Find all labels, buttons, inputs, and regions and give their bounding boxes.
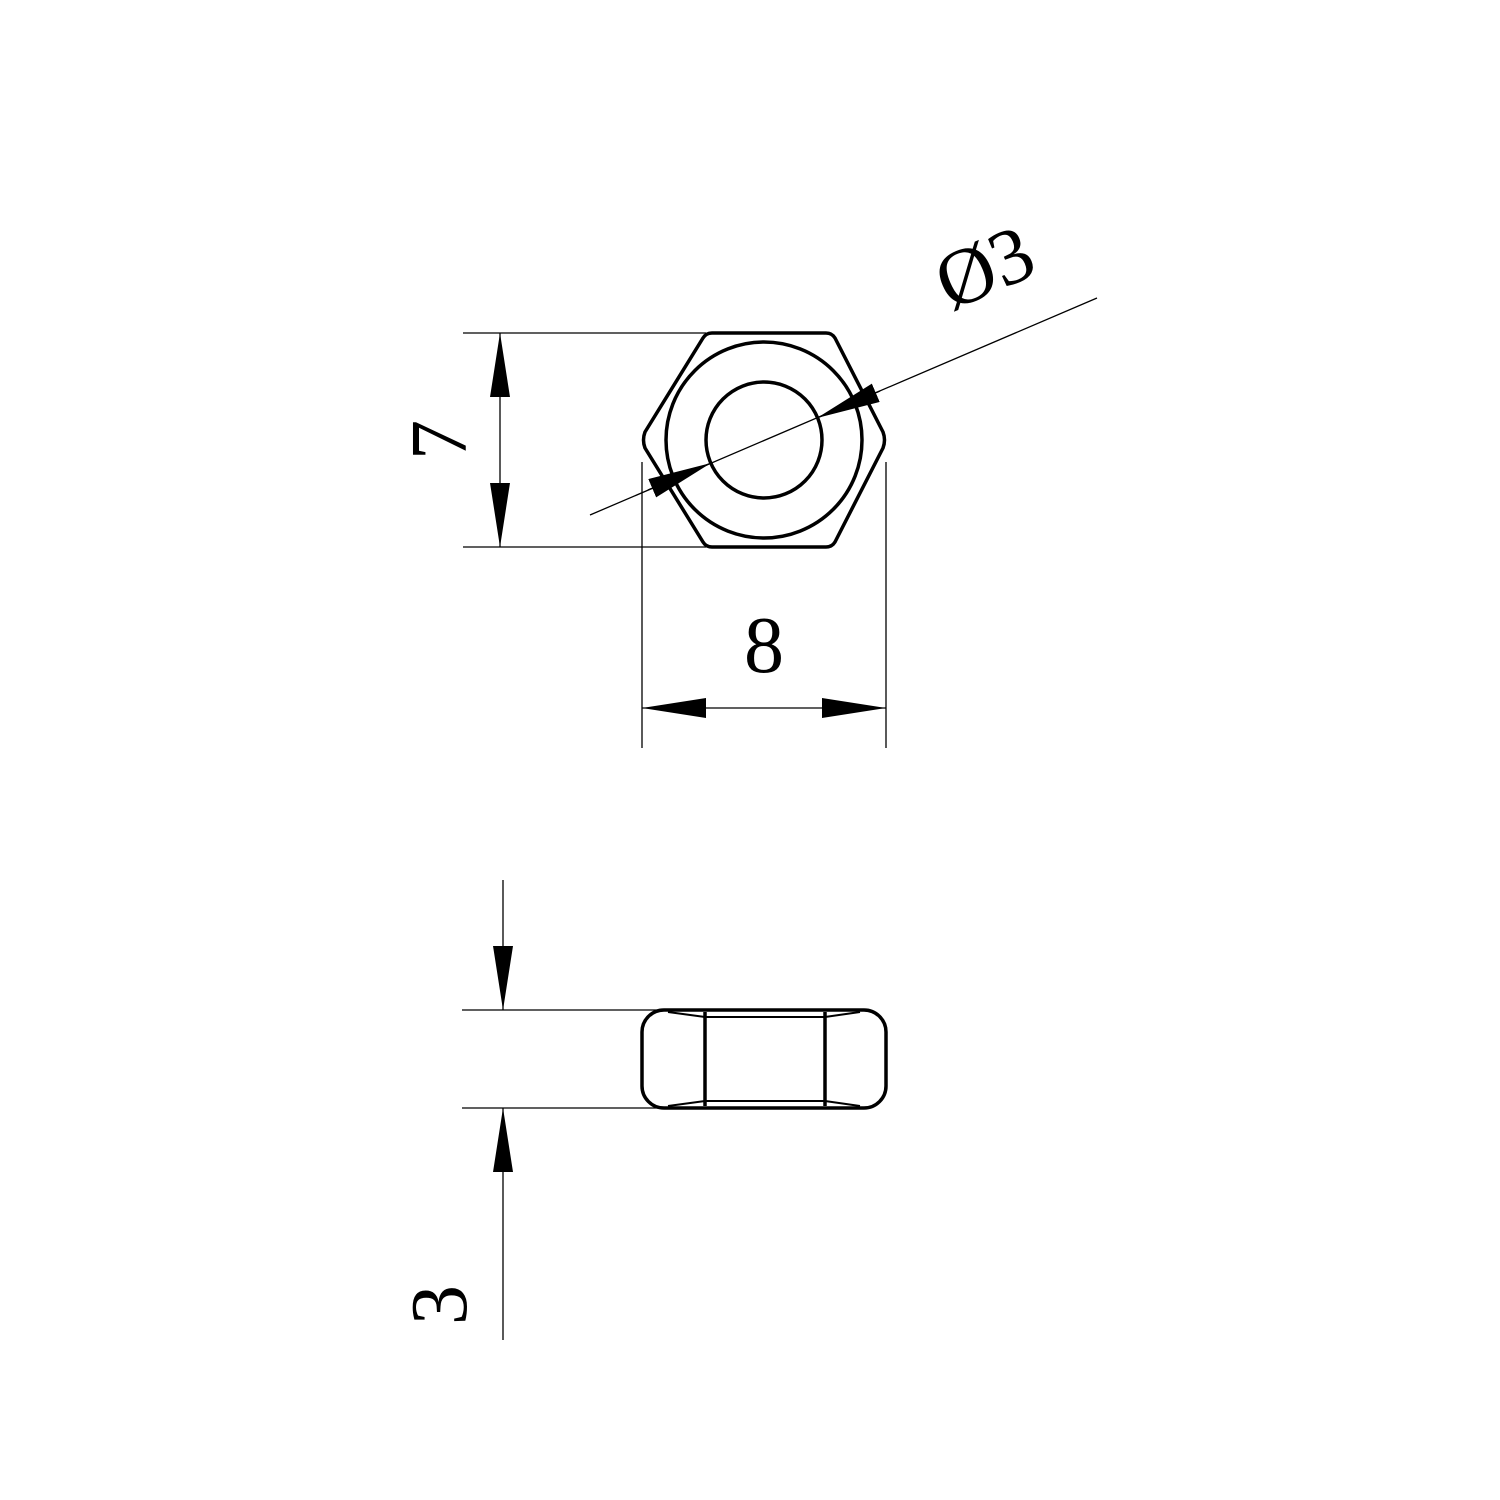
dimension-arrow — [647, 462, 712, 498]
height-dimension — [463, 332, 706, 548]
width-dimension — [641, 462, 887, 748]
nut-top-view — [641, 331, 887, 549]
chamfer-circle — [664, 340, 864, 540]
dimension-arrow — [816, 383, 881, 419]
side-outline — [640, 1008, 888, 1110]
hole-circle — [704, 380, 824, 500]
hole-diameter-dimension — [589, 297, 1098, 516]
height-dimension-label: 7 — [396, 420, 484, 460]
thickness-dimension-label: 3 — [396, 1285, 484, 1325]
thickness-dimension — [462, 880, 660, 1340]
nut-side-view — [640, 1008, 888, 1110]
width-dimension-label: 8 — [744, 602, 784, 690]
hexagon-outline — [641, 331, 887, 549]
hole-diameter-label: Ø3 — [923, 208, 1047, 327]
